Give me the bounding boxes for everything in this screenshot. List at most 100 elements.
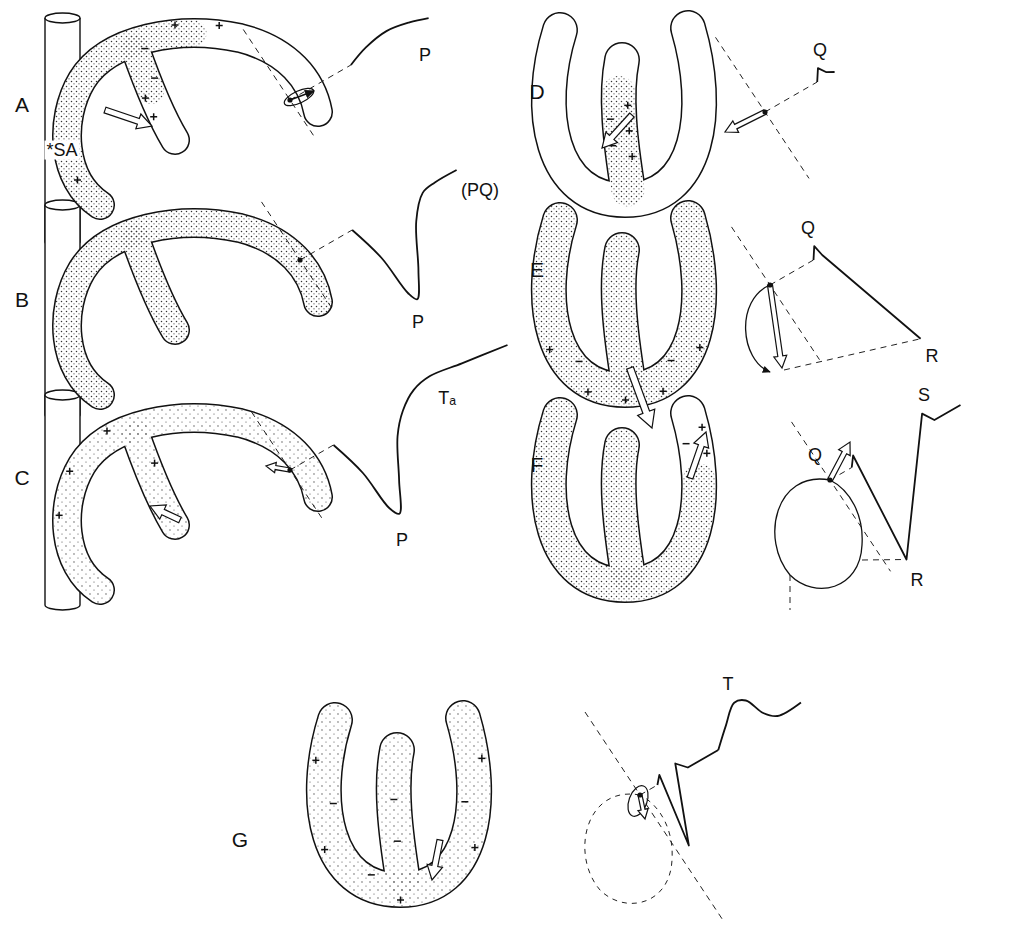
ecg-trace	[814, 246, 921, 339]
negative-sign	[394, 840, 401, 842]
positive-sign	[549, 346, 551, 353]
outline-layer	[45, 13, 699, 890]
tissue-reference	[67, 33, 318, 205]
ecg-trace	[718, 700, 801, 750]
vessel-top	[45, 13, 80, 23]
positive-sign	[69, 468, 71, 475]
baseline	[765, 82, 817, 112]
tissue-outline	[549, 413, 699, 585]
wave-label: Q	[808, 446, 822, 465]
positive-sign	[627, 102, 629, 109]
projection-line	[784, 339, 921, 370]
panel-letter: E	[530, 259, 544, 281]
vector-arrow	[828, 442, 850, 481]
label-slot: P	[396, 531, 408, 550]
label-slot: A	[15, 94, 29, 116]
baseline	[770, 260, 814, 285]
label-slot: F	[531, 454, 544, 476]
positive-sign	[145, 95, 147, 102]
vector-arrow	[104, 107, 152, 129]
wave-label: T	[723, 675, 734, 694]
ecg-trace	[817, 68, 834, 82]
positive-sign	[315, 757, 317, 764]
vector-arrow	[687, 432, 708, 479]
tissue-reference	[394, 750, 403, 880]
label-slot: P	[419, 46, 431, 65]
positive-sign	[629, 127, 631, 134]
depolarized-stipple	[67, 418, 318, 590]
vector-arrow	[290, 91, 314, 100]
positive-sign	[587, 388, 589, 395]
vector-loop	[746, 285, 770, 372]
overlay-layer	[56, 18, 961, 919]
vector-origin	[637, 792, 642, 797]
projection-line	[862, 559, 907, 561]
label-slot: S	[918, 386, 930, 405]
wave-label: P	[396, 531, 408, 550]
lead-axis	[716, 37, 810, 178]
depolarized-stipple	[324, 718, 474, 890]
vector-origin	[287, 97, 292, 102]
tissue-fill	[619, 445, 628, 575]
positive-sign	[154, 460, 156, 467]
positive-sign	[77, 176, 79, 183]
depolarized-stipple	[619, 445, 628, 575]
label-slot: E	[530, 259, 544, 281]
negative-sign	[368, 874, 375, 876]
depolarized-stipple	[135, 238, 175, 330]
tissue-fill	[549, 413, 699, 585]
tissue-fill	[394, 750, 403, 880]
projection-line	[790, 575, 791, 610]
vector-arrow	[266, 462, 290, 472]
tissue-outline	[67, 223, 318, 395]
tissue-outline	[324, 718, 474, 890]
lead-axis	[243, 29, 315, 137]
negative-sign	[576, 361, 583, 363]
positive-sign	[58, 512, 60, 519]
negative-sign	[141, 48, 148, 50]
wave-label: P	[419, 46, 431, 65]
negative-sign	[668, 360, 675, 362]
label-slot: Q	[801, 219, 815, 238]
label-slot: D	[529, 81, 544, 103]
positive-sign	[662, 388, 664, 395]
tissue-outline	[135, 238, 175, 330]
vector-origin	[297, 257, 302, 262]
lead-axis	[585, 712, 723, 920]
positive-sign	[625, 396, 627, 403]
vector-arrow	[427, 839, 443, 880]
tissue-reference	[619, 250, 628, 380]
positive-sign	[106, 427, 108, 434]
vector-arrow	[725, 110, 766, 133]
vector-arrow	[627, 367, 655, 428]
tissue-fill	[619, 250, 628, 380]
negative-sign	[607, 118, 614, 120]
vector-arrow	[638, 795, 648, 819]
label-slot: R	[911, 571, 924, 590]
vector-origin	[767, 282, 772, 287]
label-slot: Tₐ	[438, 389, 456, 408]
tissue-reference	[619, 445, 628, 575]
baseline	[290, 445, 334, 470]
depolarized-stipple	[67, 33, 318, 205]
tissue-reference	[67, 418, 318, 590]
label-slot: Q	[808, 446, 822, 465]
wave-label: S	[918, 386, 930, 405]
negative-sign	[151, 77, 158, 79]
lead-axis	[262, 202, 334, 310]
tissue-outline	[619, 250, 628, 380]
tissue-fill	[324, 718, 474, 890]
tissue-outline	[549, 28, 699, 200]
ecg-trace	[657, 750, 718, 846]
positive-sign	[218, 22, 220, 29]
tissue-fill	[135, 238, 175, 330]
label-slot: G	[232, 829, 248, 851]
tissue-outline	[67, 418, 318, 590]
positive-sign	[174, 22, 176, 29]
tissue-reference	[549, 218, 699, 390]
wave-label: Tₐ	[438, 389, 456, 408]
label-slot: P	[412, 313, 424, 332]
positive-sign	[631, 153, 633, 160]
